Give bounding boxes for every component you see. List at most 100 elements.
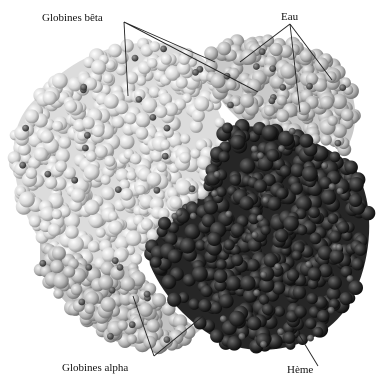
atom-sphere	[149, 41, 160, 52]
atom-sphere	[330, 152, 341, 163]
surface-dot	[279, 84, 286, 91]
atom-sphere	[210, 329, 223, 342]
atom-sphere	[339, 292, 352, 305]
atom-sphere	[43, 91, 57, 105]
surface-dot	[225, 211, 232, 218]
surface-dot	[335, 140, 342, 147]
surface-dot	[269, 97, 276, 104]
atom-sphere	[185, 224, 201, 240]
atom-sphere	[270, 43, 283, 56]
atom-sphere	[302, 166, 318, 182]
atom-sphere	[230, 135, 245, 150]
surface-dot	[164, 336, 171, 343]
atom-sphere	[121, 277, 136, 292]
atom-sphere	[280, 165, 291, 176]
atom-sphere	[176, 77, 188, 89]
atom-sphere	[283, 332, 295, 344]
atom-sphere	[127, 334, 137, 344]
atom-sphere	[120, 188, 133, 201]
atom-sphere	[180, 238, 196, 254]
atom-sphere	[147, 58, 158, 69]
atom-sphere	[124, 112, 136, 124]
atom-sphere	[328, 276, 342, 290]
label-water: Eau	[281, 11, 298, 23]
atom-sphere	[45, 177, 58, 190]
atom-sphere	[127, 171, 137, 181]
atom-sphere	[224, 239, 235, 250]
atom-sphere	[119, 134, 134, 149]
atom-sphere	[147, 172, 162, 187]
atom-sphere	[341, 109, 354, 122]
surface-dot	[107, 333, 114, 340]
atom-sphere	[117, 320, 127, 330]
atom-sphere	[254, 179, 267, 192]
surface-dot	[80, 84, 87, 91]
atom-sphere	[101, 175, 111, 185]
atom-sphere	[264, 105, 275, 116]
surface-dot	[109, 287, 116, 294]
atom-sphere	[327, 116, 337, 126]
surface-dot	[321, 162, 328, 169]
surface-dot	[136, 96, 143, 103]
surface-dot	[253, 289, 260, 296]
surface-dot	[328, 307, 335, 314]
surface-dot	[132, 55, 139, 62]
surface-dot	[189, 185, 196, 192]
atom-sphere	[247, 79, 261, 93]
atom-sphere	[95, 145, 108, 158]
atom-sphere	[240, 94, 254, 108]
atom-sphere	[275, 229, 288, 242]
atom-sphere	[240, 158, 256, 174]
atom-sphere	[297, 225, 307, 235]
atom-sphere	[293, 286, 307, 300]
atom-sphere	[294, 306, 306, 318]
surface-dot	[160, 46, 167, 53]
atom-sphere	[104, 94, 119, 109]
atom-sphere	[52, 246, 66, 260]
atom-sphere	[287, 269, 299, 281]
atom-sphere	[222, 123, 233, 134]
surface-dot	[19, 162, 26, 169]
atom-sphere	[328, 213, 339, 224]
atom-sphere	[276, 188, 288, 200]
surface-dot	[115, 186, 122, 193]
atom-sphere	[194, 96, 209, 111]
surface-dot	[84, 132, 91, 139]
atom-sphere	[219, 294, 234, 309]
atom-sphere	[104, 156, 115, 167]
atom-sphere	[349, 194, 362, 207]
atom-sphere	[101, 187, 115, 201]
atom-sphere	[84, 164, 100, 180]
surface-dot	[22, 125, 29, 132]
atom-sphere	[259, 295, 269, 305]
atom-sphere	[88, 241, 100, 253]
atom-sphere	[52, 73, 68, 89]
atom-sphere	[214, 269, 228, 283]
atom-sphere	[71, 188, 86, 203]
atom-sphere	[218, 151, 229, 162]
atom-sphere	[240, 276, 255, 291]
atom-sphere	[204, 59, 217, 72]
surface-dot	[329, 183, 336, 190]
surface-dot	[262, 197, 269, 204]
atom-sphere	[225, 79, 236, 90]
atom-sphere	[150, 256, 161, 267]
surface-dot	[190, 213, 197, 220]
atom-sphere	[108, 220, 123, 235]
atom-sphere	[65, 225, 79, 239]
atom-sphere	[71, 284, 83, 296]
atom-sphere	[34, 147, 48, 161]
atom-sphere	[167, 293, 181, 307]
atom-sphere	[136, 127, 149, 140]
surface-dot	[336, 244, 343, 251]
atom-sphere	[192, 266, 208, 282]
atom-sphere	[84, 200, 99, 215]
atom-sphere	[231, 254, 243, 266]
atom-sphere	[201, 285, 213, 297]
atom-sphere	[226, 276, 241, 291]
atom-sphere	[299, 134, 313, 148]
surface-dot	[211, 190, 218, 197]
atom-sphere	[274, 306, 285, 317]
surface-dot	[227, 102, 234, 109]
